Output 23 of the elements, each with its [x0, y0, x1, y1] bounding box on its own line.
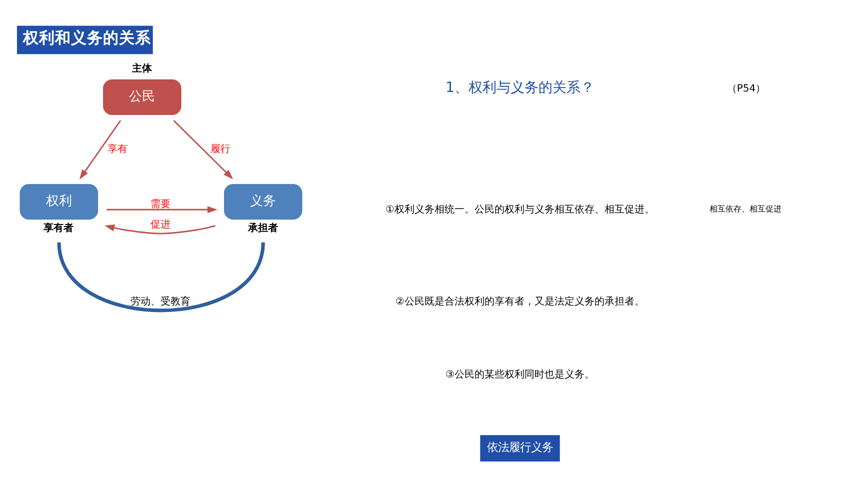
arrow [173, 120, 234, 180]
node-box: 义务 [224, 184, 302, 220]
label: ②公民既是合法权利的享有者，又是法定义务的承担者。 [396, 296, 644, 308]
edge-label: 享有 [107, 144, 128, 155]
node-label: 享有者 [44, 223, 74, 234]
edge-label: 促进 [150, 220, 171, 231]
edge-label: 劳动、受教育 [130, 296, 191, 308]
connector [57, 242, 265, 312]
node-box: 公民 [103, 79, 182, 115]
edge-label: 需要 [150, 198, 171, 210]
label: （P54） [726, 83, 766, 94]
node-box: 权利 [20, 184, 98, 220]
edge-label: 履行 [210, 144, 230, 155]
diagram-title: 权利和义务的关系 [23, 28, 151, 48]
label: 1、权利与义务的关系？ [445, 80, 595, 96]
arrow [104, 224, 216, 234]
label: ③公民的某些权利同时也是义务。 [446, 370, 594, 381]
label: 依法履行义务 [487, 440, 554, 454]
label: ①权利义务相统一。公民的权利与义务相互依存、相互促进。 [386, 204, 654, 216]
node-label: 承担者 [248, 223, 278, 234]
arrow [79, 120, 122, 180]
arrow [106, 206, 218, 214]
node-label: 主体 [132, 64, 152, 75]
